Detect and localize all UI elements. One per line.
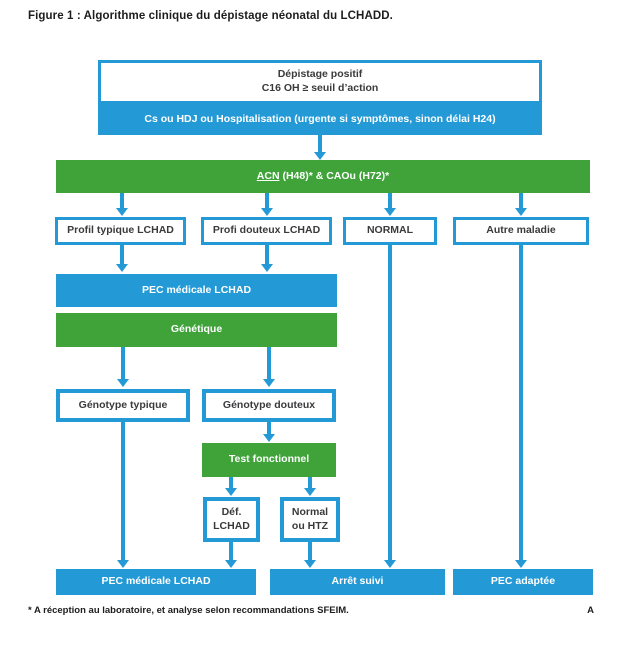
test-fonctionnel-label: Test fonctionnel — [228, 453, 310, 466]
node-test-fonctionnel: Test fonctionnel — [202, 443, 336, 477]
genetique-label: Génétique — [170, 323, 223, 336]
arrow-profil-douteux-to-pec — [261, 245, 273, 272]
arrow-acn-to-autre-maladie — [515, 193, 527, 216]
node-pec-medicale-1: PEC médicale LCHAD — [56, 274, 337, 307]
arrow-acn-to-normal — [384, 193, 396, 216]
node-profil-typique: Profil typique LCHAD — [55, 217, 186, 245]
def-lchad-line2: LCHAD — [213, 519, 250, 532]
node-normal: NORMAL — [343, 217, 437, 245]
depistage-line1: Dépistage positif — [277, 68, 363, 81]
footnote-row: * A réception au laboratoire, et analyse… — [28, 605, 594, 616]
arrow-acn-to-profil-douteux — [261, 193, 273, 216]
page-label: A — [587, 605, 594, 616]
acn-underlined: ACN — [256, 169, 280, 182]
node-profil-douteux: Profi douteux LCHAD — [201, 217, 332, 245]
arrow-normal-htz-to-arret — [304, 542, 316, 568]
arrow-cs-to-acn — [314, 135, 326, 160]
arrow-test-to-def-lchad — [225, 477, 237, 496]
autre-maladie-label: Autre maladie — [486, 224, 556, 237]
node-arret-suivi: Arrêt suivi — [270, 569, 445, 595]
pec-medicale-2-label: PEC médicale LCHAD — [101, 575, 211, 588]
pec-medicale-1-label: PEC médicale LCHAD — [141, 283, 252, 296]
arret-suivi-label: Arrêt suivi — [331, 575, 384, 588]
node-cs-hdj-hospitalisation: Cs ou HDJ ou Hospitalisation (urgente si… — [98, 104, 542, 135]
node-genetique: Génétique — [56, 313, 337, 347]
arrow-genotype-douteux-to-test — [263, 422, 275, 442]
arrow-test-to-normal-htz — [304, 477, 316, 496]
acn-rest: (H48)* & CAOu (H72)* — [279, 169, 390, 182]
figure-title: Figure 1 : Algorithme clinique du dépist… — [28, 10, 393, 22]
node-acn-caou: ACN (H48)* & CAOu (H72)* — [56, 160, 590, 193]
def-lchad-line1: Déf. — [221, 505, 242, 518]
arrow-normal-to-arret — [384, 245, 396, 568]
normal-htz-line2: ou HTZ — [291, 519, 329, 532]
acn-label: ACN (H48)* & CAOu (H72)* — [257, 170, 389, 184]
genotype-douteux-label: Génotype douteux — [222, 398, 316, 411]
normal-label: NORMAL — [366, 224, 414, 237]
profil-typique-label: Profil typique LCHAD — [67, 224, 174, 237]
arrow-genetique-to-genotype-typique — [117, 347, 129, 387]
node-genotype-douteux: Génotype douteux — [202, 389, 336, 422]
arrow-def-lchad-to-pec-2 — [225, 542, 237, 568]
arrow-autre-maladie-to-pec-adaptee — [515, 245, 527, 568]
arrow-genetique-to-genotype-douteux — [263, 347, 275, 387]
arrow-genotype-typique-to-pec-2 — [117, 422, 129, 568]
node-pec-adaptee: PEC adaptée — [453, 569, 593, 595]
node-normal-htz: Normal ou HTZ — [280, 497, 340, 542]
node-genotype-typique: Génotype typique — [56, 389, 190, 422]
arrow-profil-typique-to-pec — [116, 245, 128, 272]
arrow-acn-to-profil-typique — [116, 193, 128, 216]
node-def-lchad: Déf. LCHAD — [203, 497, 260, 542]
node-depistage-positif: Dépistage positif C16 OH ≥ seuil d’actio… — [98, 60, 542, 104]
node-pec-medicale-2: PEC médicale LCHAD — [56, 569, 256, 595]
depistage-line2: C16 OH ≥ seuil d’action — [261, 82, 379, 94]
genotype-typique-label: Génotype typique — [78, 398, 168, 411]
profil-douteux-label: Profi douteux LCHAD — [212, 224, 321, 237]
normal-htz-line1: Normal — [291, 505, 329, 518]
node-autre-maladie: Autre maladie — [453, 217, 589, 245]
footnote: * A réception au laboratoire, et analyse… — [28, 605, 349, 616]
cs-banner-label: Cs ou HDJ ou Hospitalisation (urgente si… — [144, 112, 496, 125]
pec-adaptee-label: PEC adaptée — [490, 575, 556, 588]
